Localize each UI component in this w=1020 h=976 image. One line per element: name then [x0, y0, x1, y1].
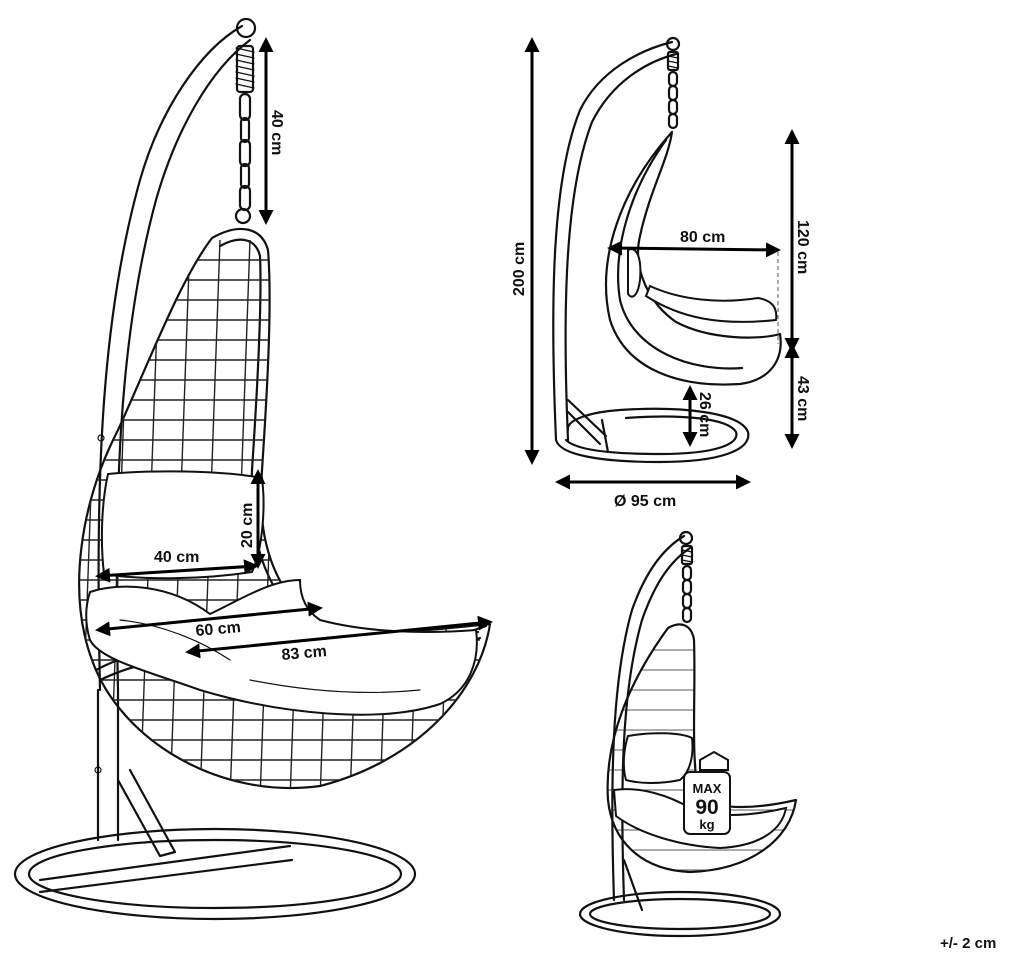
dim-ground-clearance: 26 cm [682, 385, 713, 447]
stand-bolt [97, 434, 105, 442]
dim-seat-length: 83 cm [185, 615, 493, 664]
dim-base-diameter: Ø 95 cm [555, 474, 751, 510]
dim-backrest-height: 20 cm [239, 469, 266, 569]
dim-chair-width-side: 80 cm [607, 229, 781, 258]
label-chair-width-side: 80 cm [680, 229, 725, 246]
label-chain-length: 40 cm [268, 110, 285, 155]
label-base-diameter: Ø 95 cm [614, 493, 676, 510]
dim-seat-width-back: 40 cm [95, 549, 259, 583]
max-load-weight-icon: MAX 90 kg [683, 750, 731, 835]
side-view-drawing: 200 cm 80 cm 120 cm 43 cm 26 cm Ø 95 cm [511, 36, 811, 510]
label-chair-height: 120 cm [794, 220, 811, 274]
tolerance-note: +/- 2 cm [940, 935, 996, 952]
stand-top-cap [235, 17, 257, 39]
label-backrest-height: 20 cm [239, 503, 256, 548]
label-ground-clearance: 26 cm [696, 392, 713, 437]
dim-chair-height: 120 cm [784, 129, 811, 353]
load-badge-value: 90 [695, 796, 718, 819]
base-ring [13, 827, 417, 921]
hanging-spring [235, 44, 255, 94]
main-chair-drawing: 40 cm 20 cm 40 cm 60 cm 83 cm [13, 17, 493, 921]
dim-seat-height: 43 cm [784, 343, 811, 449]
label-seat-height: 43 cm [794, 376, 811, 421]
load-badge-top: MAX [693, 781, 722, 796]
dim-chain-length: 40 cm [258, 37, 285, 225]
dim-total-height: 200 cm [511, 37, 540, 465]
hanging-chain [234, 92, 252, 225]
load-badge-unit: kg [699, 817, 714, 832]
label-total-height: 200 cm [511, 242, 528, 296]
load-view-drawing: MAX 90 kg [578, 530, 798, 938]
label-seat-width-back: 40 cm [154, 549, 199, 566]
label-seat-length: 83 cm [281, 643, 328, 664]
